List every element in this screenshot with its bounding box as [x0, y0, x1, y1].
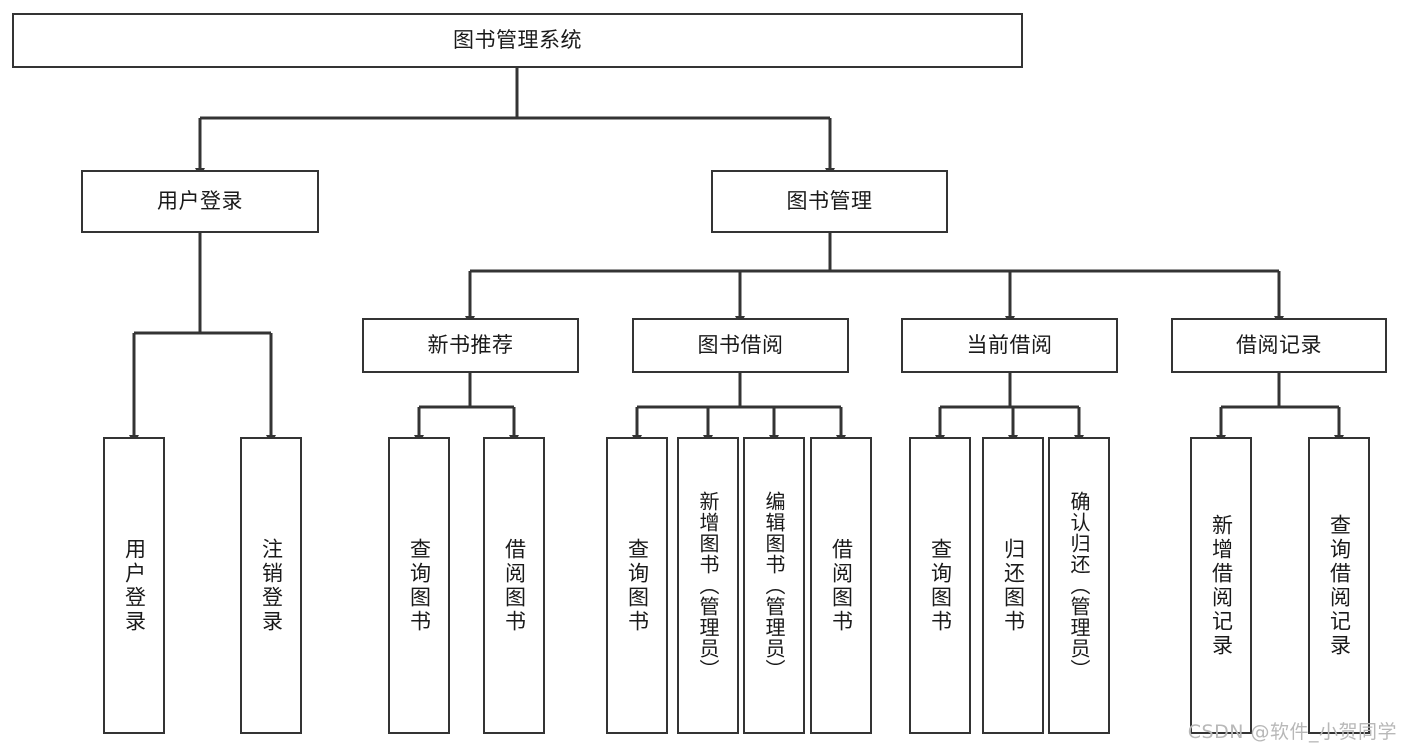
node-book-manage[interactable]: 图书管理 [711, 170, 948, 233]
node-label: 借阅图书 [502, 537, 527, 634]
node-borrow-record[interactable]: 借阅记录 [1171, 318, 1387, 373]
node-leaf-add-record[interactable]: 新增借阅记录 [1190, 437, 1252, 734]
node-leaf-confirm-return[interactable]: 确认归还（管理员） [1048, 437, 1110, 734]
node-label: 借阅记录 [1236, 333, 1322, 358]
node-leaf-edit-book[interactable]: 编辑图书（管理员） [743, 437, 805, 734]
node-leaf-return-book[interactable]: 归还图书 [982, 437, 1044, 734]
node-label: 新书推荐 [427, 333, 514, 358]
node-book-borrow[interactable]: 图书借阅 [632, 318, 849, 373]
node-label: 归还图书 [1001, 537, 1026, 634]
node-leaf-query-book-1[interactable]: 查询图书 [388, 437, 450, 734]
node-label: 图书借阅 [697, 333, 784, 358]
node-label: 图书管理系统 [453, 28, 582, 53]
node-leaf-borrow-book-2[interactable]: 借阅图书 [810, 437, 872, 734]
node-leaf-query-book-2[interactable]: 查询图书 [606, 437, 668, 734]
node-root[interactable]: 图书管理系统 [12, 13, 1023, 68]
node-leaf-logout[interactable]: 注销登录 [240, 437, 302, 734]
node-leaf-borrow-book-1[interactable]: 借阅图书 [483, 437, 545, 734]
csdn-watermark: CSDN @软件_小贺同学 [1187, 721, 1397, 743]
node-new-book-rec[interactable]: 新书推荐 [362, 318, 579, 373]
node-leaf-add-book[interactable]: 新增图书（管理员） [677, 437, 739, 734]
node-leaf-user-login[interactable]: 用户登录 [103, 437, 165, 734]
node-leaf-query-book-3[interactable]: 查询图书 [909, 437, 971, 734]
node-label: 查询图书 [625, 537, 650, 634]
node-label: 图书管理 [786, 189, 873, 214]
node-user-login[interactable]: 用户登录 [81, 170, 319, 233]
node-label: 编辑图书（管理员） [762, 491, 786, 680]
node-leaf-query-record[interactable]: 查询借阅记录 [1308, 437, 1370, 734]
node-label: 用户登录 [122, 537, 147, 634]
node-label: 新增图书（管理员） [696, 491, 720, 680]
node-label: 用户登录 [157, 189, 243, 214]
node-label: 注销登录 [259, 537, 284, 634]
node-label: 查询图书 [407, 537, 432, 634]
node-label: 借阅图书 [829, 537, 854, 634]
node-label: 查询借阅记录 [1327, 513, 1352, 658]
node-label: 新增借阅记录 [1209, 513, 1234, 658]
node-label: 当前借阅 [966, 333, 1053, 358]
node-label: 确认归还（管理员） [1067, 491, 1091, 680]
node-label: 查询图书 [928, 537, 953, 634]
node-current-borrow[interactable]: 当前借阅 [901, 318, 1118, 373]
